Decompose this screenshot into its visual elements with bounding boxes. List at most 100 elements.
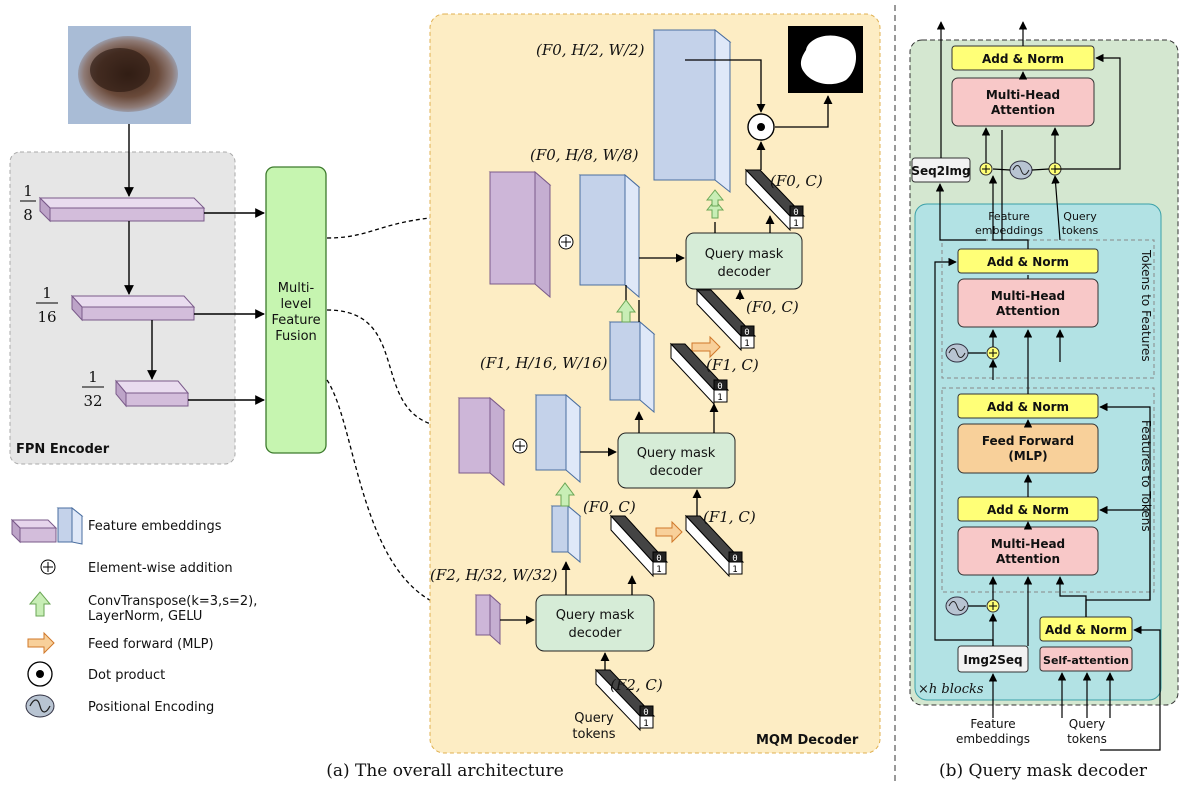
- encoder-feature-1-8: [38, 196, 206, 223]
- svg-text:Multi-Head: Multi-Head: [986, 88, 1060, 102]
- dot-product-icon: [747, 113, 775, 141]
- svg-text:level: level: [281, 297, 312, 312]
- svg-text:Add & Norm: Add & Norm: [987, 255, 1069, 269]
- fpn-encoder-label: FPN Encoder: [16, 442, 110, 457]
- multi-level-feature-fusion: [265, 166, 327, 454]
- tokens-to-features-label: Tokens to Features: [1139, 249, 1153, 362]
- tok-label-F1C-upper: (F1, C): [706, 356, 759, 374]
- scale-fraction-1-8: 1 8: [20, 182, 36, 224]
- svg-text:decoder: decoder: [569, 626, 623, 641]
- svg-text:Attention: Attention: [996, 304, 1060, 318]
- token-bar-F1C-bottom: 0 1: [684, 514, 745, 578]
- dim-label-F0-H8: (F0, H/8, W/8): [530, 146, 639, 164]
- svg-text:Multi-Head: Multi-Head: [991, 289, 1065, 303]
- svg-text:Query mask: Query mask: [637, 446, 716, 461]
- svg-text:8: 8: [23, 206, 33, 224]
- svg-text:LayerNorm, GELU: LayerNorm, GELU: [88, 609, 202, 624]
- query-mask-decoder-bottom: Query mask decoder: [535, 594, 655, 652]
- svg-text:1: 1: [42, 284, 52, 302]
- svg-text:0: 0: [643, 708, 648, 718]
- add-norm-f2t: Add & Norm: [957, 496, 1099, 522]
- svg-text:Element-wise addition: Element-wise addition: [88, 561, 233, 576]
- convtranspose-arrow-icon: [616, 299, 636, 323]
- svg-text:32: 32: [83, 392, 102, 410]
- mha-t2f: Multi-Head Attention: [957, 278, 1099, 328]
- legend: Feature embeddings Element-wise addition…: [10, 506, 257, 718]
- legend-feature-embeddings-icon: [10, 506, 84, 545]
- svg-text:tokens: tokens: [1062, 224, 1099, 237]
- query-mask-decoder-mid: Query mask decoder: [617, 432, 736, 489]
- token-bar-F0C-top: 0 1: [744, 168, 806, 232]
- add-norm-t2f: Add & Norm: [957, 248, 1099, 274]
- convtranspose-arrow-icon: [705, 189, 725, 219]
- mha-f2t: Multi-Head Attention: [957, 526, 1099, 576]
- svg-text:Query mask: Query mask: [705, 247, 784, 262]
- svg-text:1: 1: [744, 339, 749, 349]
- svg-text:(MLP): (MLP): [1008, 449, 1047, 463]
- add-circle-icon: [986, 346, 1000, 360]
- svg-text:Fusion: Fusion: [275, 329, 317, 344]
- positional-encoding-icon: [1009, 160, 1033, 180]
- dim-label-F1-H16: (F1, H/16, W/16): [480, 354, 608, 372]
- tok-label-F2C: (F2, C): [610, 676, 663, 694]
- fused-feature-1-32: [474, 593, 502, 646]
- legend-feed-forward-icon: [27, 631, 55, 655]
- svg-text:embeddings: embeddings: [956, 732, 1030, 746]
- svg-text:Feed forward (MLP): Feed forward (MLP): [88, 637, 214, 652]
- legend-dot-product-icon: [27, 661, 53, 687]
- svg-text:1: 1: [23, 182, 33, 200]
- svg-text:Multi-: Multi-: [278, 281, 315, 296]
- positional-encoding-icon: [945, 343, 969, 363]
- svg-text:embeddings: embeddings: [975, 224, 1043, 237]
- encoder-feature-1-32: [114, 379, 190, 408]
- legend-add-icon: [40, 559, 56, 575]
- self-attention-block: Self-attention: [1039, 646, 1133, 672]
- mqm-decoder-label: MQM Decoder: [756, 733, 859, 748]
- svg-text:1: 1: [656, 565, 661, 575]
- legend-positional-encoding-icon: [25, 694, 55, 718]
- svg-text:1: 1: [793, 219, 798, 229]
- scale-fraction-1-16: 1 16: [36, 284, 58, 326]
- svg-text:Img2Seq: Img2Seq: [963, 653, 1022, 667]
- svg-text:Feature: Feature: [988, 210, 1030, 223]
- svg-text:decoder: decoder: [718, 265, 772, 280]
- blue-feature-H8: [578, 173, 641, 299]
- svg-text:Self-attention: Self-attention: [1043, 654, 1129, 667]
- blue-feature-H32: [550, 504, 582, 564]
- blue-feature-H2: [652, 28, 732, 194]
- svg-text:Query: Query: [1063, 210, 1097, 223]
- token-bar-F1C-upper: 0 1: [669, 342, 730, 406]
- h-blocks-label: ×h blocks: [918, 682, 984, 697]
- svg-text:decoder: decoder: [650, 464, 704, 479]
- add-circle-icon: [979, 162, 993, 176]
- elementwise-add-icon: [512, 438, 528, 454]
- tok-label-F0C-bottom: (F0, C): [583, 498, 636, 516]
- tok-label-F0C-second: (F0, C): [746, 298, 799, 316]
- fused-feature-1-16: [457, 396, 506, 487]
- scale-fraction-1-32: 1 32: [82, 368, 104, 410]
- output-mask-image: [788, 26, 863, 93]
- token-bar-F2C-query: 0 1: [594, 668, 656, 732]
- svg-text:Multi-Head: Multi-Head: [991, 537, 1065, 551]
- svg-text:Feed Forward: Feed Forward: [982, 434, 1074, 448]
- svg-text:ConvTranspose(k=3,s=2),: ConvTranspose(k=3,s=2),: [88, 594, 257, 609]
- positional-encoding-icon: [945, 596, 969, 616]
- svg-text:0: 0: [732, 554, 737, 564]
- svg-text:Positional Encoding: Positional Encoding: [88, 700, 214, 715]
- svg-text:0: 0: [744, 328, 749, 338]
- dim-label-F2-H32: (F2, H/32, W/32): [430, 566, 558, 584]
- feed-forward-block: Feed Forward (MLP): [957, 423, 1099, 474]
- svg-text:0: 0: [717, 382, 722, 392]
- convtranspose-arrow-icon: [555, 482, 575, 507]
- tok-label-F0C-top: (F0, C): [770, 172, 823, 190]
- svg-text:1: 1: [717, 393, 722, 403]
- tok-label-F1C-bottom: (F1, C): [703, 508, 756, 526]
- fused-feature-1-8: [488, 170, 552, 299]
- mha-top: Multi-Head Attention: [951, 77, 1095, 127]
- token-bar-F0C-second: 0 1: [695, 288, 757, 352]
- feed-forward-arrow-icon: [691, 335, 721, 359]
- svg-text:Feature embeddings: Feature embeddings: [88, 519, 222, 534]
- svg-text:Feature: Feature: [271, 313, 320, 328]
- query-mask-decoder-top: Query mask decoder: [685, 232, 803, 290]
